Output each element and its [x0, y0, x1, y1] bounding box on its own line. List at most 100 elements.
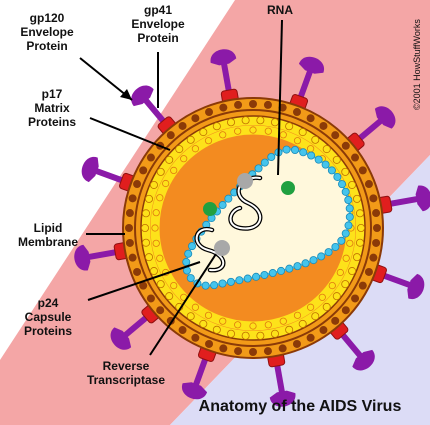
lipid-label-line-0: Lipid: [34, 221, 63, 235]
capsule-dot: [210, 281, 219, 290]
matrix-dot: [212, 122, 221, 131]
matrix-dot: [212, 325, 221, 334]
lipid-dot: [263, 100, 272, 109]
matrix-dot: [156, 167, 165, 176]
lipid-dot: [125, 209, 134, 218]
lipid-dot: [341, 141, 350, 150]
p17-label-line-0: p17: [42, 87, 63, 101]
inner-dot: [204, 311, 213, 319]
lipid-dot: [306, 114, 315, 123]
matrix-dot: [298, 128, 307, 137]
pointer-gp120: [79, 57, 133, 101]
capsule-dot: [324, 248, 333, 257]
inner-dot: [318, 293, 326, 301]
capsule-dot: [226, 277, 235, 286]
capsule-dot: [184, 249, 193, 258]
matrix-dot: [227, 118, 236, 127]
inner-dot: [249, 322, 257, 330]
label-rna: RNA: [267, 3, 293, 17]
lipid-dot: [234, 347, 243, 356]
capsule-dot: [182, 258, 191, 267]
lipid-dot: [125, 224, 133, 232]
lipid-dot: [278, 344, 287, 353]
pointer-p24: [87, 261, 201, 301]
lipid-dot: [331, 316, 340, 325]
reverse-transcriptase-1: [237, 173, 253, 189]
capsule-dot: [218, 279, 227, 288]
capsule-dot: [267, 152, 276, 161]
matrix-dot: [149, 267, 158, 276]
inner-dot: [156, 194, 164, 202]
lipid-dot: [351, 294, 360, 303]
capsule-dot: [341, 229, 350, 238]
matrix-dot: [241, 116, 250, 125]
inner-dot: [170, 282, 178, 290]
capsule-dot: [309, 256, 318, 265]
capsule-dot: [299, 148, 308, 157]
gp120-knob: [131, 85, 154, 107]
matrix-dot: [356, 223, 365, 232]
reverse-transcriptase-2: [214, 240, 230, 256]
copyright-notice: ©2001 HowStuffWorks: [412, 19, 422, 110]
lipid-dot: [249, 348, 257, 356]
capsule-dot: [344, 195, 353, 204]
gp120-knob: [269, 390, 296, 407]
matrix-dot: [241, 331, 250, 340]
gp120-knob: [210, 49, 237, 66]
lipid-dot: [369, 253, 378, 262]
diagram-title: Anatomy of the AIDS Virus: [199, 398, 402, 415]
matrix-dot: [199, 128, 208, 137]
capsule-dot: [277, 266, 286, 275]
lipid-dot: [331, 131, 340, 140]
lipid-dot: [306, 333, 315, 342]
lipid-dot: [191, 114, 200, 123]
matrix-dot: [142, 209, 151, 218]
rna-strand-1-inner: [229, 176, 262, 230]
inner-dot: [234, 127, 242, 135]
lipid-dot: [205, 108, 214, 117]
lipid-dot: [249, 100, 257, 108]
lipid-dot: [319, 121, 328, 130]
capsule-dot: [314, 155, 323, 164]
capsule-dot: [285, 264, 294, 273]
capsule-dot: [282, 145, 291, 154]
capsule-dot: [345, 212, 354, 221]
capsule-dot: [201, 281, 210, 290]
lipid-dot: [219, 103, 228, 112]
matrix-dot: [270, 118, 279, 127]
capsule-dot: [243, 274, 252, 283]
lipid-dot: [372, 238, 381, 247]
matrix-dot: [348, 180, 357, 189]
capsule-dot: [337, 236, 346, 245]
inner-dot: [328, 282, 336, 290]
gp120-knob: [298, 56, 324, 74]
p17-label-line-2: Proteins: [28, 115, 76, 129]
gp120-knob: [74, 244, 91, 271]
gp120-label-line-2: Protein: [26, 39, 67, 53]
lipid-dot: [372, 209, 381, 218]
matrix-dot: [311, 135, 320, 144]
matrix-dot: [332, 155, 341, 164]
inner-dot: [162, 179, 170, 188]
capsule-dot: [317, 252, 326, 261]
inner-dot: [191, 303, 199, 311]
matrix-dot: [145, 253, 154, 262]
lipid-dot: [319, 326, 328, 335]
inner-dot: [234, 321, 242, 329]
lipid-dot: [128, 253, 137, 262]
inner-dot: [204, 137, 213, 145]
gp41-label-line-2: Protein: [137, 31, 178, 45]
pointer-p17: [89, 117, 171, 151]
lipid-dot: [234, 100, 243, 109]
capsule-dot: [224, 194, 233, 203]
matrix-dot: [322, 302, 331, 311]
inner-dot: [170, 166, 178, 174]
capsule-dot: [293, 262, 302, 271]
lipid-dot: [263, 347, 272, 356]
matrix-dot: [341, 280, 350, 289]
capsule-dot: [333, 172, 342, 181]
matrix-dot: [165, 292, 174, 301]
matrix-dot: [140, 223, 149, 232]
